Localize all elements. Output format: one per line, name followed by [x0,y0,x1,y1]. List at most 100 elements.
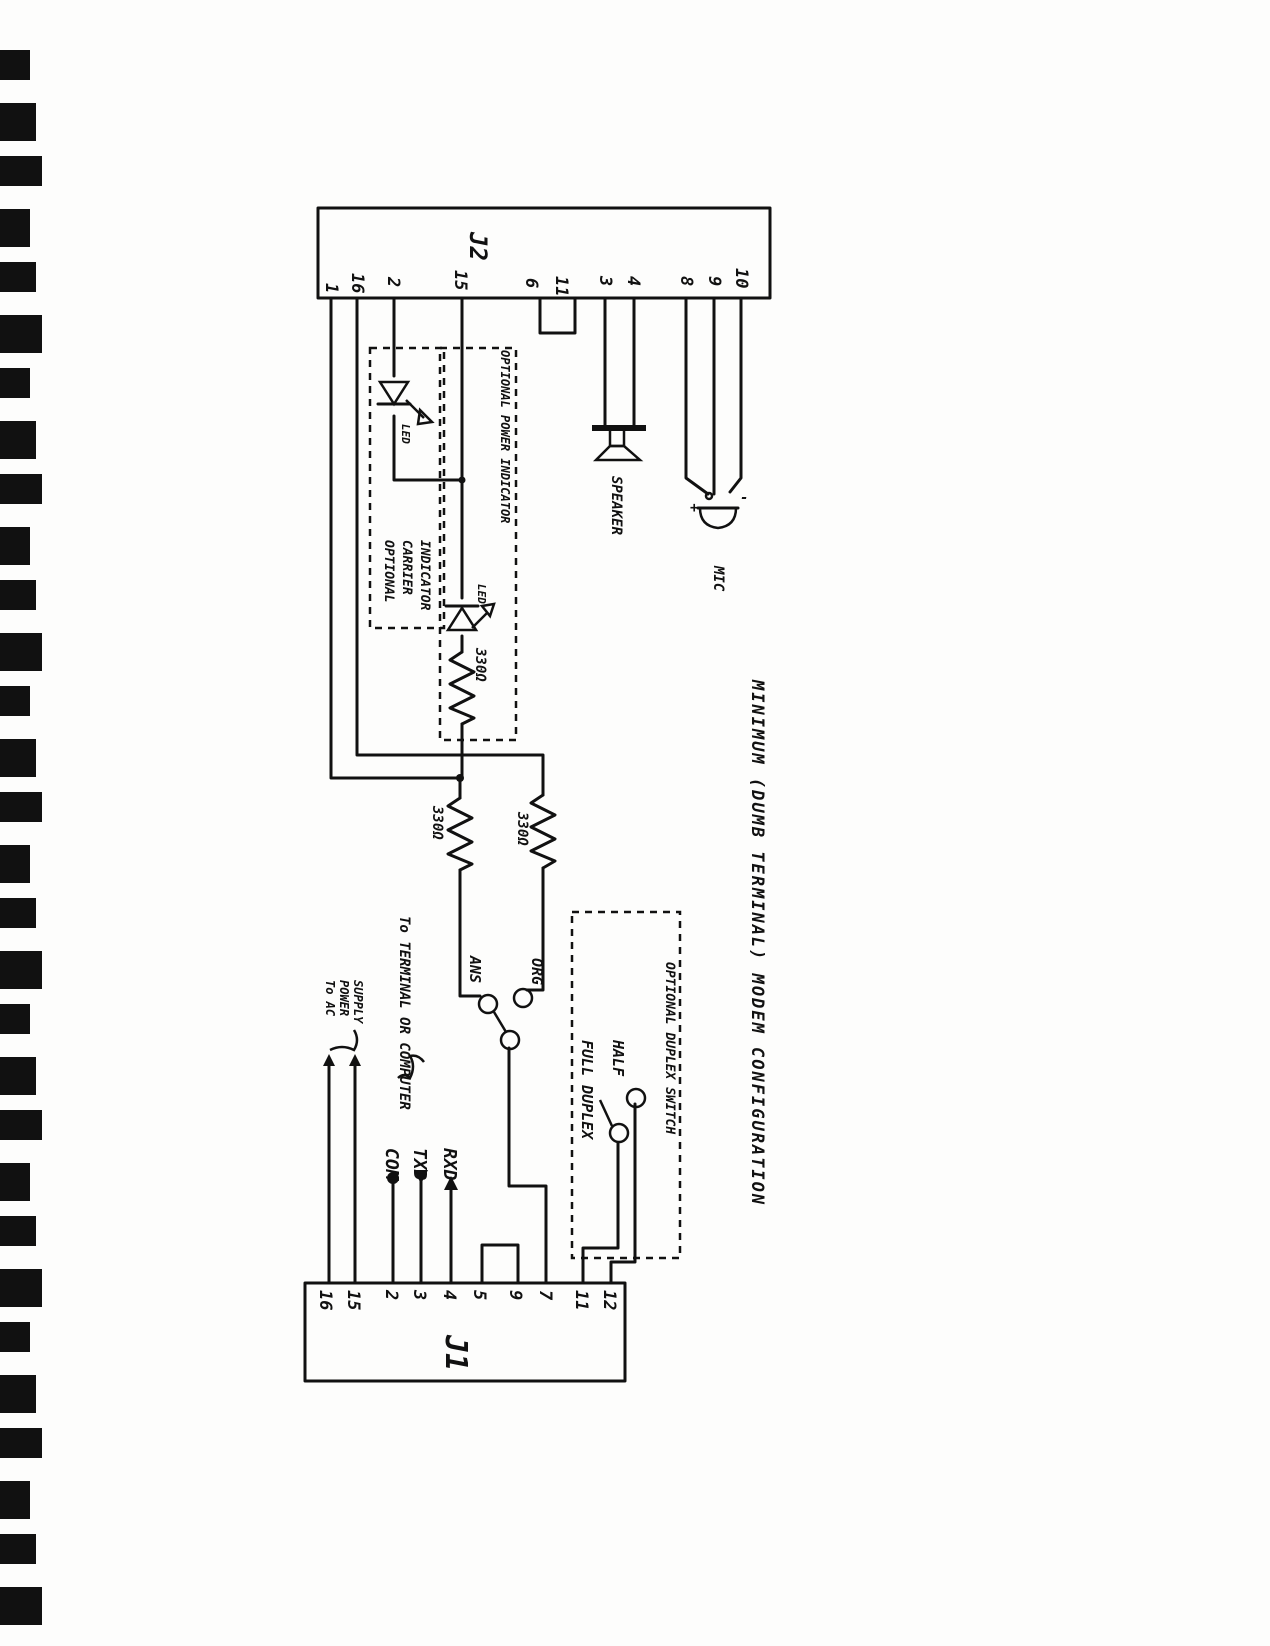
duplex-switch [598,1087,647,1144]
j1-pin-11: 11 [571,1290,591,1310]
j1-label: J1 [438,1334,473,1371]
j1-pin-5: 5 [469,1290,489,1300]
j1-pin-15: 15 [343,1290,363,1310]
binding-hole [0,262,36,292]
mic-plus: + [690,500,698,516]
j1-pin-labels: 16 15 2 3 4 5 9 7 11 12 [315,1289,619,1310]
wires [327,296,743,1285]
txd-arrow [414,1170,428,1184]
binding-hole [0,686,30,716]
j2-pin-2: 2 [383,276,403,287]
binding-hole [0,50,30,80]
binding-hole [0,898,36,928]
binding-hole [0,1587,42,1625]
half-label: HALF [609,1039,627,1077]
resistor-3-label: 330Ω [472,647,488,682]
j2-label: J2 [464,231,492,261]
binding-hole [0,633,42,671]
ac-arrow-1 [323,1054,335,1066]
binding-hole [0,1057,36,1095]
binding-hole [0,1163,30,1201]
com-dot [387,1172,399,1184]
binding-hole [0,421,36,459]
j1-pin-2: 2 [381,1289,401,1300]
com-label: COM [381,1148,402,1182]
resistor-2 [529,793,557,870]
diagram-title: MINIMUM (DUMB TERMINAL) MODEM CONFIGURAT… [747,679,767,1206]
speaker-symbol [592,425,646,462]
j2-pin-8: 8 [676,276,696,286]
led-power-label: LED [475,584,488,604]
speaker-label: SPEAKER [608,476,624,535]
j1-pin-7: 7 [535,1290,555,1301]
binding-hole [0,1322,30,1352]
terminal-brace [397,1054,425,1081]
binding-hole [0,1481,30,1519]
mic-label: MIC [710,565,726,592]
j1-connector [303,1281,627,1383]
binding-holes [0,40,52,1646]
resistor-2-label: 330Ω [514,811,530,846]
ans-org-switch [477,987,534,1051]
mic-symbol [696,491,740,530]
j2-pin-3: 3 [595,275,615,286]
ac-label-1: To AC [323,980,337,1017]
j2-pin-10: 10 [731,268,751,288]
led-power [444,602,496,632]
j2-pin-9: 9 [704,276,724,286]
ans-label: ANS [466,955,484,983]
ac-arrow-2 [349,1054,361,1066]
carrier-line-1: OPTIONAL [381,540,396,603]
org-label: ORG [528,958,546,985]
binding-hole [0,156,42,186]
binding-hole [0,792,42,822]
j1-pin-3: 3 [409,1289,429,1300]
binding-hole [0,1110,42,1140]
j1-pin-4: 4 [439,1290,459,1300]
j2-pin-11: 11 [551,276,571,296]
j1-pin-12: 12 [599,1290,619,1310]
terminal-label: To TERMINAL OR COMPUTER [396,916,412,1110]
resistor-1 [446,796,474,872]
binding-hole [0,103,36,141]
j2-pin-1: 1 [321,283,341,293]
j2-connector [316,206,772,300]
binding-hole [0,951,42,989]
binding-hole [0,315,42,353]
mic-minus: - [740,490,748,506]
binding-hole [0,1428,42,1458]
led-carrier-label: LED [399,424,412,444]
power-indicator-label: OPTIONAL POWER INDICATOR [498,350,512,523]
duplex-box-label: OPTIONAL DUPLEX SWITCH [662,962,677,1134]
j2-pin-6: 6 [521,278,541,288]
carrier-line-3: INDICATOR [417,540,432,611]
rxd-label: RXD [439,1148,460,1181]
binding-hole [0,1216,36,1246]
binding-hole [0,527,30,565]
j2-pin-labels: 1 16 2 15 6 11 3 4 8 9 10 [321,268,751,296]
j1-pin-9: 9 [505,1290,525,1300]
binding-hole [0,1269,42,1307]
junction-dot [456,774,464,782]
ac-brace [329,1029,359,1052]
binding-hole [0,209,30,247]
ac-label-3: SUPPLY [351,980,365,1024]
j2-pin-16: 16 [347,273,367,293]
binding-hole [0,580,36,610]
resistor-3 [448,650,476,726]
junction-dot [458,476,466,484]
duplex-switch-box [570,910,682,1260]
binding-hole [0,1534,36,1564]
binding-hole [0,1375,36,1413]
binding-hole [0,845,30,883]
ac-label-2: POWER [337,980,351,1016]
rxd-arrow [444,1176,458,1190]
binding-hole [0,1004,30,1034]
txd-label: TXD [409,1148,430,1181]
full-duplex-label: FULL DUPLEX [578,1040,596,1140]
j2-pin-4: 4 [623,276,643,286]
binding-hole [0,739,36,777]
resistor-1-label: 330Ω [429,805,445,840]
